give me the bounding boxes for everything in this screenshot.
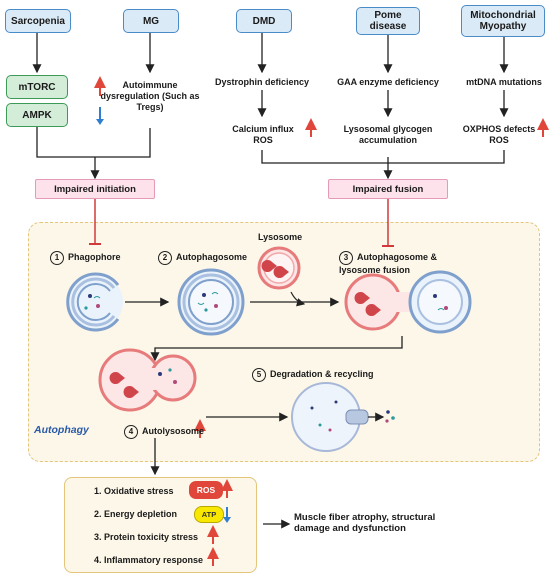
effect-inflammatory-response: 4. Inflammatory response bbox=[94, 555, 204, 565]
degradation-illustration bbox=[291, 382, 395, 452]
sarcopenia-box: Sarcopenia bbox=[5, 9, 71, 33]
mitochondrial-myopathy-box: Mitochondrial Myopathy bbox=[461, 5, 545, 37]
step-number: 1 bbox=[50, 251, 64, 265]
mtdna-label: mtDNA mutations bbox=[466, 77, 542, 87]
autolysosome-illustration bbox=[98, 348, 197, 412]
bracket-right bbox=[261, 150, 505, 164]
down-arrow-icon bbox=[223, 507, 231, 523]
autophagy-title: Autophagy bbox=[34, 424, 89, 436]
impaired-initiation-box: Impaired initiation bbox=[35, 179, 155, 199]
step-number: 4 bbox=[124, 425, 138, 439]
down-arrow-icon bbox=[96, 107, 104, 125]
effect-protein-toxicity: 3. Protein toxicity stress bbox=[94, 532, 199, 542]
step-number: 3 bbox=[339, 251, 353, 265]
arrow-lysosome bbox=[290, 291, 306, 307]
outcome-text: Muscle fiber atrophy, structural damage … bbox=[294, 512, 436, 534]
ros-badge: ROS bbox=[189, 481, 223, 499]
fusion-illustration bbox=[344, 270, 472, 334]
autoimmune-label: Autoimmune dysregulation (Such as Tregs) bbox=[100, 80, 200, 112]
step-number: 5 bbox=[252, 368, 266, 382]
step-number: 2 bbox=[158, 251, 172, 265]
effect-oxidative-stress: 1. Oxidative stress bbox=[94, 486, 174, 496]
effect-energy-depletion: 2. Energy depletion bbox=[94, 509, 178, 519]
ampk-box: AMPK bbox=[6, 103, 68, 127]
oxphos-label: OXPHOS defects ROS bbox=[462, 124, 536, 145]
impaired-fusion-box: Impaired fusion bbox=[328, 179, 448, 199]
gaa-label: GAA enzyme deficiency bbox=[337, 77, 439, 87]
mtorc-box: mTORC bbox=[6, 75, 68, 99]
lysosome-illustration bbox=[257, 246, 301, 290]
atp-badge: ATP bbox=[194, 506, 224, 523]
dystrophin-label: Dystrophin deficiency bbox=[214, 77, 310, 87]
autophagosome-illustration bbox=[177, 268, 245, 336]
bracket-left bbox=[36, 124, 151, 158]
pome-disease-box: Pome disease bbox=[356, 7, 420, 35]
lysosome-label: Lysosome bbox=[258, 232, 303, 242]
arrow-s3-s4 bbox=[150, 336, 403, 362]
calcium-label: Calcium influx ROS bbox=[232, 124, 294, 145]
lysosomal-label: Lysosomal glycogen accumulation bbox=[343, 124, 433, 145]
dmd-box: DMD bbox=[236, 9, 292, 33]
stress-effects-panel bbox=[64, 477, 257, 573]
phagophore-illustration bbox=[66, 272, 123, 332]
mg-box: MG bbox=[123, 9, 179, 33]
